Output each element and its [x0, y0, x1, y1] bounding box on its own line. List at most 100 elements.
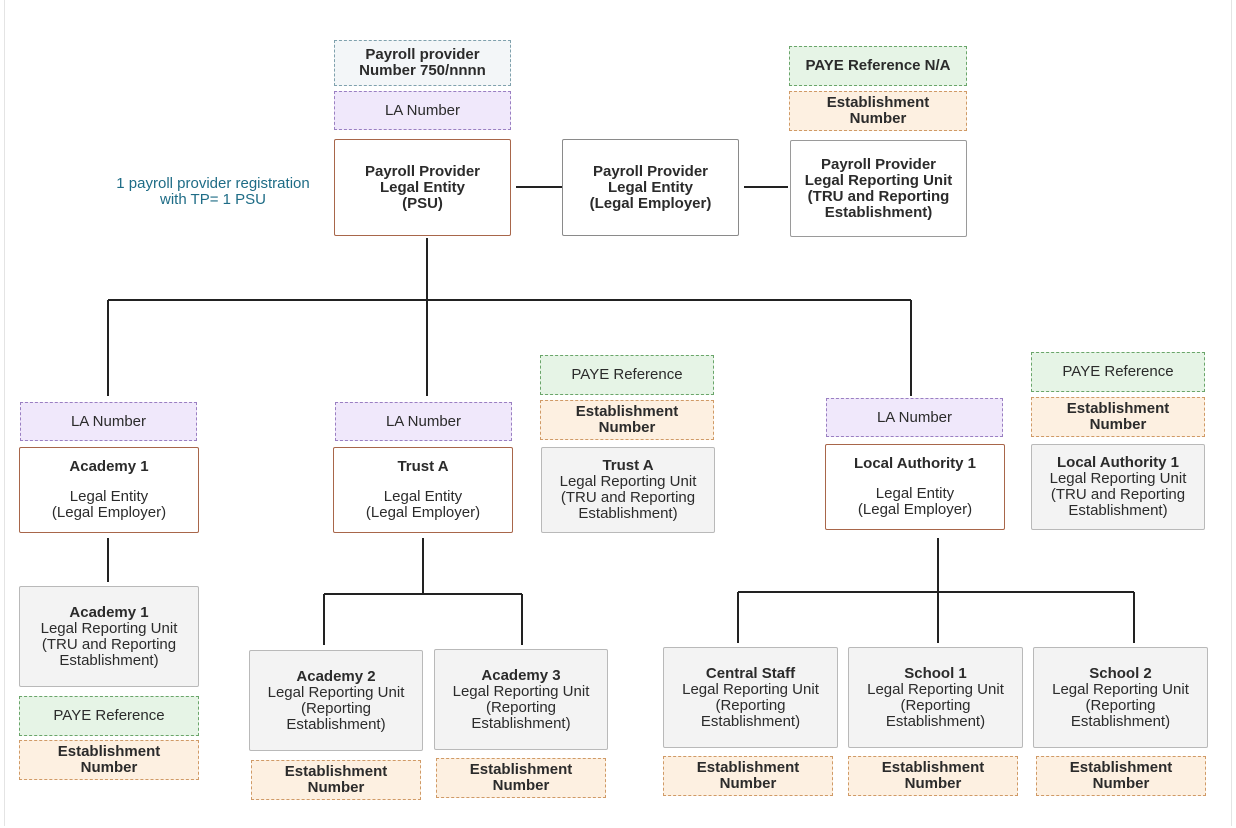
academy1-lru-line1: Legal Reporting Unit: [40, 619, 178, 637]
academy2-line1: Legal Reporting Unit: [267, 683, 405, 701]
la-lru-line1: Legal Reporting Unit: [1049, 470, 1187, 487]
payroll-provider-psu: Payroll Provider Legal Entity (PSU): [334, 139, 511, 236]
academy3-est-line2: Number: [492, 777, 550, 794]
academy1-paye-reference: PAYE Reference: [19, 696, 199, 736]
trust-la-number: LA Number: [335, 402, 512, 441]
trust-establishment-number: Establishment Number: [540, 400, 714, 440]
school1-establishment-number: Establishment Number: [848, 756, 1018, 796]
school1-lru: School 1 Legal Reporting Unit (Reporting…: [848, 647, 1023, 748]
academy2-est-line2: Number: [307, 779, 365, 796]
la-la-number: LA Number: [826, 398, 1003, 437]
top-est-line1: Establishment: [826, 94, 930, 111]
academy1-est-line1: Establishment: [57, 743, 161, 760]
academy1-entity-line2: (Legal Employer): [51, 504, 167, 521]
top-la-number-label: LA Number: [384, 101, 461, 119]
school2-line2: (Reporting: [1085, 696, 1156, 714]
central-staff-est-line1: Establishment: [696, 759, 800, 776]
school2-name: School 2: [1089, 664, 1152, 682]
payroll-provider-lru: Payroll Provider Legal Reporting Unit (T…: [790, 140, 967, 237]
top-lru-line3: (TRU and Reporting: [807, 187, 950, 205]
la-lru: Local Authority 1 Legal Reporting Unit (…: [1031, 444, 1205, 530]
academy1-la-label: LA Number: [70, 412, 147, 430]
trust-legal-entity: Trust A Legal Entity (Legal Employer): [333, 447, 513, 533]
la-legal-entity: Local Authority 1 Legal Entity (Legal Em…: [825, 444, 1005, 530]
school1-line3: Establishment): [885, 712, 986, 730]
trust-lru-line1: Legal Reporting Unit: [559, 473, 697, 490]
trust-entity-name: Trust A: [397, 458, 449, 475]
provider-number-line2: Number 750/nnnn: [359, 62, 486, 79]
trust-entity-line2: (Legal Employer): [365, 504, 481, 521]
academy1-lru-line2: (TRU and Reporting: [41, 635, 177, 653]
trust-lru-line2: (TRU and Reporting: [560, 489, 696, 506]
la-lru-name: Local Authority 1: [1057, 454, 1179, 471]
academy1-legal-entity: Academy 1 Legal Entity (Legal Employer): [19, 447, 199, 533]
school2-establishment-number: Establishment Number: [1036, 756, 1206, 796]
academy1-paye-label: PAYE Reference: [53, 707, 165, 724]
academy2-establishment-number: Establishment Number: [251, 760, 421, 800]
psu-line3: (PSU): [402, 194, 443, 212]
central-staff-line2: (Reporting: [715, 696, 786, 714]
school2-line3: Establishment): [1070, 712, 1171, 730]
trust-entity-line1: Legal Entity: [383, 488, 463, 505]
la-paye-reference: PAYE Reference: [1031, 352, 1205, 392]
academy3-est-line1: Establishment: [469, 761, 573, 778]
trust-lru: Trust A Legal Reporting Unit (TRU and Re…: [541, 447, 715, 533]
la-paye-label: PAYE Reference: [1062, 363, 1174, 380]
note-line1: 1 payroll provider registration: [116, 175, 310, 192]
la-lru-line2: (TRU and Reporting: [1050, 486, 1186, 503]
school2-line1: Legal Reporting Unit: [1052, 680, 1189, 698]
top-lru-line2: Legal Reporting Unit: [804, 171, 953, 189]
employer-line3: (Legal Employer): [589, 194, 712, 212]
academy2-line3: Establishment): [286, 715, 386, 733]
academy2-line2: (Reporting: [300, 699, 372, 717]
trust-paye-label: PAYE Reference: [571, 366, 683, 383]
academy1-lru-line3: Establishment): [59, 651, 159, 669]
central-staff-line3: Establishment): [700, 712, 801, 730]
academy1-entity-name: Academy 1: [69, 458, 149, 475]
employer-line2: Legal Entity: [607, 178, 693, 196]
payroll-provider-legal-employer: Payroll Provider Legal Entity (Legal Emp…: [562, 139, 739, 236]
psu-line2: Legal Entity: [379, 178, 465, 196]
academy1-establishment-number: Establishment Number: [19, 740, 199, 780]
academy1-entity-line1: Legal Entity: [69, 488, 149, 505]
la-entity-name: Local Authority 1: [854, 455, 976, 472]
la-entity-line2: (Legal Employer): [857, 501, 973, 518]
diagram-frame: [4, 0, 1232, 826]
school2-lru: School 2 Legal Reporting Unit (Reporting…: [1033, 647, 1208, 748]
psu-line1: Payroll Provider: [364, 162, 481, 180]
la-establishment-number: Establishment Number: [1031, 397, 1205, 437]
trust-la-label: LA Number: [385, 412, 462, 430]
school1-line1: Legal Reporting Unit: [867, 680, 1004, 698]
trust-lru-line3: Establishment): [578, 505, 678, 522]
central-staff-lru: Central Staff Legal Reporting Unit (Repo…: [663, 647, 838, 748]
la-est-line1: Establishment: [1066, 400, 1170, 417]
school2-est-line2: Number: [1092, 775, 1150, 792]
central-staff-establishment-number: Establishment Number: [663, 756, 833, 796]
la-la-label: LA Number: [876, 408, 953, 426]
academy3-line1: Legal Reporting Unit: [452, 682, 590, 700]
academy1-la-number: LA Number: [20, 402, 197, 441]
top-la-number: LA Number: [334, 91, 511, 130]
top-paye-label: PAYE Reference N/A: [805, 57, 951, 74]
central-staff-est-line2: Number: [719, 775, 777, 792]
school1-est-line1: Establishment: [881, 759, 985, 776]
school1-est-line2: Number: [904, 775, 962, 792]
academy3-establishment-number: Establishment Number: [436, 758, 606, 798]
academy2-lru: Academy 2 Legal Reporting Unit (Reportin…: [249, 650, 423, 751]
school1-name: School 1: [904, 664, 967, 682]
school1-line2: (Reporting: [900, 696, 971, 714]
top-lru-line1: Payroll Provider: [820, 155, 937, 173]
trust-est-line2: Number: [598, 419, 656, 436]
academy1-lru: Academy 1 Legal Reporting Unit (TRU and …: [19, 586, 199, 687]
central-staff-line1: Legal Reporting Unit: [682, 680, 819, 698]
la-entity-line1: Legal Entity: [875, 485, 955, 502]
note-line2: with TP= 1 PSU: [159, 191, 267, 208]
school2-est-line1: Establishment: [1069, 759, 1173, 776]
employer-line1: Payroll Provider: [592, 162, 709, 180]
la-est-line2: Number: [1089, 416, 1147, 433]
trust-est-line1: Establishment: [575, 403, 679, 420]
trust-paye-reference: PAYE Reference: [540, 355, 714, 395]
academy3-name: Academy 3: [481, 666, 561, 684]
registration-note: 1 payroll provider registration with TP=…: [98, 176, 328, 208]
